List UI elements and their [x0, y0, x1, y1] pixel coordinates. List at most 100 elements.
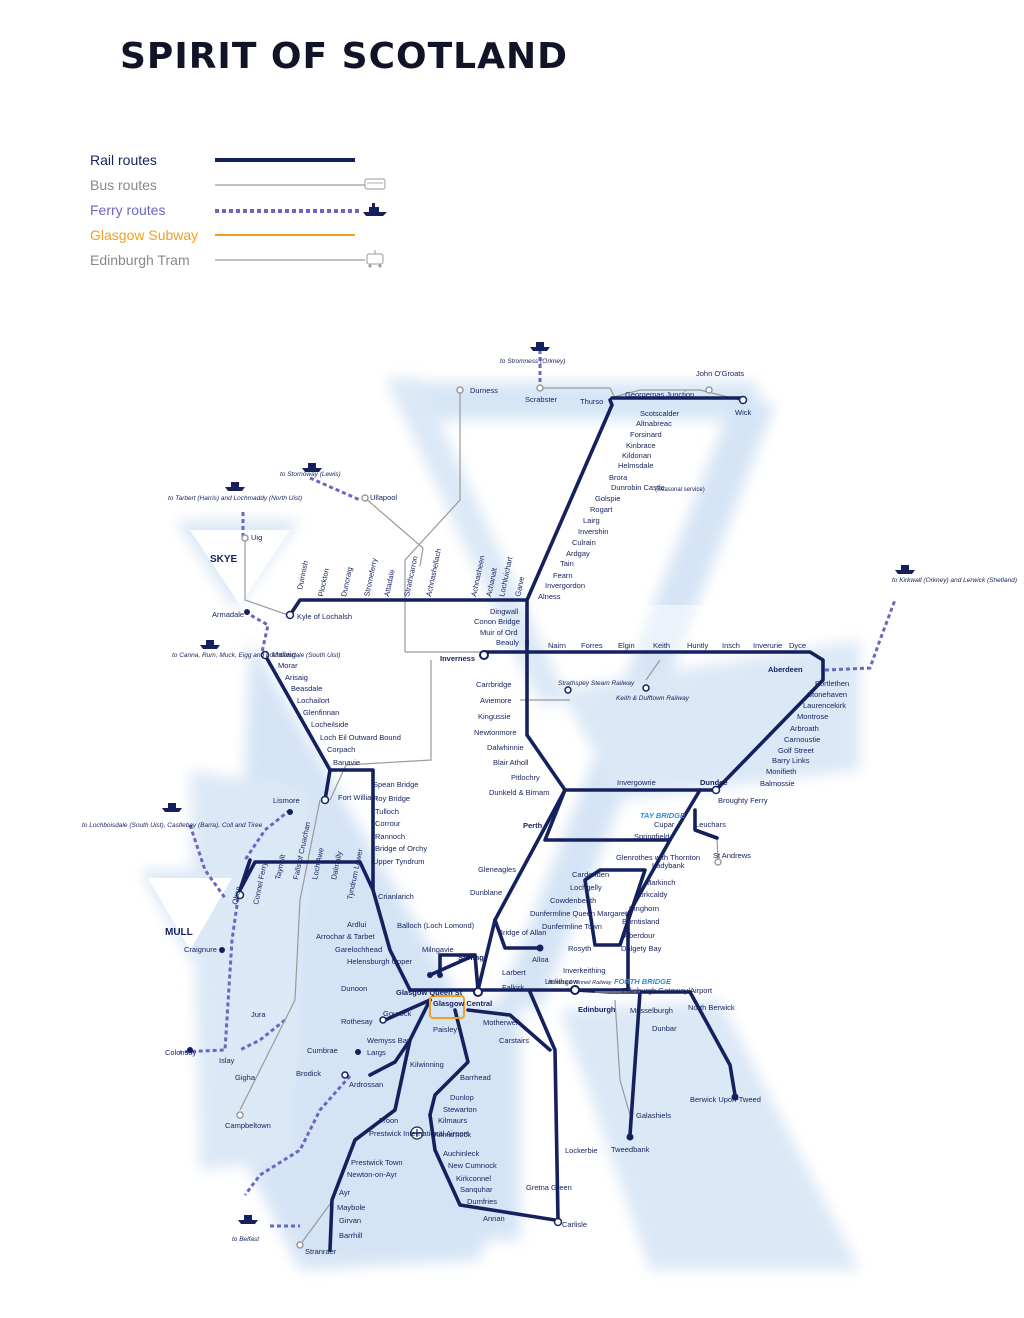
station-label: Alness [538, 592, 561, 601]
station-label: Kirkconnel [456, 1174, 491, 1183]
station-label: Motherwell [483, 1018, 520, 1027]
station-label: Dyce [789, 641, 806, 650]
legend-rail: Rail routes [90, 150, 400, 175]
station-label: Attadale [382, 569, 397, 598]
station-label: Galashiels [636, 1111, 671, 1120]
station-label: Durness [470, 386, 498, 395]
station-label: Ullapool [370, 493, 397, 502]
station-label: Linlithgow [545, 977, 579, 986]
station-label: Corpach [327, 745, 355, 754]
station-label: Gourock [383, 1009, 412, 1018]
station-label: Dunrobin Castle [611, 483, 665, 492]
station-label: Dunblane [470, 888, 502, 897]
station-label: Gleneagles [478, 865, 516, 874]
station-label: Newtonmore [474, 728, 517, 737]
page-title: SPIRIT OF SCOTLAND [120, 36, 568, 77]
ferry-icon [530, 342, 550, 351]
station-label: Rogart [590, 505, 613, 514]
station-label: Lochgelly [570, 883, 602, 892]
station-label: Arbroath [790, 724, 819, 733]
station-label: New Cumnock [448, 1161, 497, 1170]
ferry-note: to Kirkwall (Orkney) and Lerwick (Shetla… [892, 577, 1017, 584]
station-label: Golspie [595, 494, 620, 503]
station-label: Loch Eil Outward Bound [320, 733, 401, 742]
station-label: Edinburgh Gateway/Airport [622, 986, 713, 995]
station-label: Alloa [532, 955, 550, 964]
station-label: Scrabster [525, 395, 558, 404]
station-label: Lismore [273, 796, 300, 805]
station-label: Helensburgh Upper [347, 957, 413, 966]
station-label: Glasgow Central [433, 999, 492, 1008]
tram-icon [366, 250, 384, 268]
station-label: Kyle of Lochalsh [297, 612, 352, 621]
station-label: Auchinleck [443, 1149, 480, 1158]
station-label: Garelochhead [335, 945, 382, 954]
station-label: Dunkeld & Birnam [489, 788, 549, 797]
station-label: North Berwick [688, 1003, 735, 1012]
station-label: Colonsay [165, 1048, 197, 1057]
station-label: Pitlochry [511, 773, 540, 782]
station-label: Ladybank [652, 861, 685, 870]
station-label: Golf Street [778, 746, 815, 755]
station-label: Crianlarich [378, 892, 414, 901]
station-label: Carlisle [562, 1220, 587, 1229]
station-label: Lairg [583, 516, 600, 525]
station-label: Maybole [337, 1203, 365, 1212]
station-label: Glenfinnan [303, 708, 339, 717]
ferry-note: to Tarbert (Harris) and Lochmaddy (North… [168, 495, 302, 502]
ferry-icon [895, 565, 915, 574]
feature-label: TAY BRIDGE [640, 811, 686, 820]
station-label: Invergowrie [617, 778, 656, 787]
station-label: Culrain [572, 538, 596, 547]
ferry-note: to Canna, Rum, Muck, Eigg and Lochboisda… [172, 652, 340, 659]
station-label: Carnoustie [784, 735, 820, 744]
station-label: Duirinish [295, 560, 310, 590]
station-label: Campbeltown [225, 1121, 271, 1130]
station-label: Aberdour [624, 931, 655, 940]
station-label: Edinburgh [578, 1005, 616, 1014]
legend-label: Glasgow Subway [90, 227, 199, 243]
map-legend: Rail routes Bus routes Ferry routes Glas… [90, 150, 400, 275]
station-label: Gigha [235, 1073, 256, 1082]
station-label: Blair Atholl [493, 758, 529, 767]
station-label: Ardlui [347, 920, 367, 929]
station-label: Monifieth [766, 767, 796, 776]
station-label: Markinch [645, 878, 675, 887]
feature-label: Keith & Dufftown Railway [616, 695, 690, 702]
station-label: Aberdeen [768, 665, 803, 674]
station-label: Stirling [458, 953, 484, 962]
station-label: Wemyss Bay [367, 1036, 411, 1045]
station-label: Upper Tyndrum [373, 857, 425, 866]
station-label: Jura [251, 1010, 266, 1019]
station-label: Rannoch [375, 832, 405, 841]
station-label: Fort William [338, 793, 378, 802]
bus-routes [239, 387, 741, 1246]
station-label: Springfield [634, 832, 669, 841]
station-label: Dunlop [450, 1093, 474, 1102]
station-label: Nairn [548, 641, 566, 650]
station-label: Helmsdale [618, 461, 653, 470]
legend-label: Bus routes [90, 177, 157, 193]
station-label: Tain [560, 559, 574, 568]
ferry-icon [302, 463, 322, 472]
station-label: Elgin [618, 641, 635, 650]
station-label: Arisaig [285, 673, 308, 682]
station-label: Cardenden [572, 870, 609, 879]
station-label: Aviemore [480, 696, 512, 705]
station-label: Leuchars [695, 820, 726, 829]
feature-label: (Seasonal service) [655, 487, 705, 493]
station-label: Altnabreac [636, 419, 672, 428]
station-label: Stewarton [443, 1105, 477, 1114]
station-label: Larbert [502, 968, 527, 977]
region-label: MULL [165, 927, 193, 938]
station-label: Wick [735, 408, 751, 417]
station-label: Balloch (Loch Lomond) [397, 921, 475, 930]
station-label: Carrbridge [476, 680, 511, 689]
station-label: Ayr [339, 1188, 351, 1197]
station-label: Brora [609, 473, 628, 482]
station-label: Spean Bridge [373, 780, 418, 789]
station-label: Insch [722, 641, 740, 650]
station-label: Kilmaurs [438, 1116, 467, 1125]
